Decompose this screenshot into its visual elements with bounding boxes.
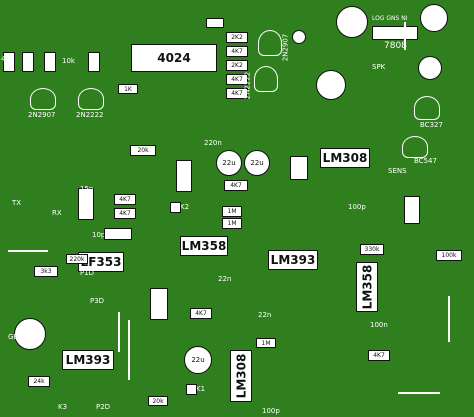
ic-lm308: LM308 <box>320 148 370 168</box>
resistor <box>78 188 94 220</box>
resistor-24k: 24k <box>28 376 50 387</box>
ic-4024: 4024 <box>131 44 217 72</box>
transistor-label: 2N2222 <box>76 111 104 119</box>
connector-label: K3 <box>58 403 68 411</box>
capacitor-22u: 22u <box>184 346 212 374</box>
transistor-label: 2N2222 <box>243 71 252 100</box>
resistor <box>22 52 34 72</box>
transistor-2n2907 <box>30 88 56 110</box>
resistor <box>44 52 56 72</box>
rx-label: RX <box>52 209 62 217</box>
silkscreen-line <box>118 312 120 352</box>
resistor-4k7: 4K7 <box>226 46 248 57</box>
resistor-20k: 20k <box>130 145 156 156</box>
transistor-2n2222 <box>78 88 104 110</box>
capacitor-22u: 22u <box>244 150 270 176</box>
tx-label: TX <box>12 199 22 207</box>
speaker-label: SPK <box>372 63 386 71</box>
pad-label: P3D <box>90 297 105 305</box>
resistor-1m: 1M <box>222 206 242 217</box>
silkscreen-line <box>448 296 450 342</box>
electrolytic-capacitor <box>420 4 448 32</box>
ic-lm393: LM393 <box>268 250 318 270</box>
transistor-label: 2N2907 <box>28 111 56 119</box>
regulator-label: 7808 <box>384 41 407 51</box>
resistor-4k7: 4K7 <box>224 180 248 191</box>
electrolytic-capacitor <box>316 70 346 100</box>
silkscreen-line <box>128 320 130 380</box>
transistor-2n2222 <box>254 66 278 92</box>
resistor-220k: 220k <box>66 254 88 264</box>
resistor <box>88 52 100 72</box>
connector-pins-label: LOG GNS NI <box>372 15 408 22</box>
tantalum-capacitor <box>150 288 168 320</box>
tantalum-capacitor <box>176 160 192 192</box>
resistor-100k: 100k <box>436 250 462 261</box>
resistor-1m: 1M <box>256 338 276 348</box>
electrolytic-capacitor <box>418 56 442 80</box>
capacitor-label: 220n <box>204 139 222 147</box>
pad <box>186 384 197 395</box>
resistor <box>3 52 15 72</box>
pad-label: P2D <box>96 403 111 411</box>
transistor-2n2907 <box>258 30 282 56</box>
silkscreen-line <box>8 250 48 252</box>
transistor-bc327 <box>414 96 440 120</box>
connector-label: K2 <box>180 203 190 211</box>
capacitor-label: 100p <box>262 407 280 415</box>
capacitor <box>292 30 306 44</box>
transistor-bc547 <box>402 136 428 158</box>
resistor-4k7: 4K7 <box>226 74 248 85</box>
pad-label: P1D <box>80 269 95 277</box>
capacitor-label: 100p <box>348 203 366 211</box>
resistor-label: 15n <box>80 185 94 193</box>
resistor-4k7: 4K7 <box>114 194 136 205</box>
resistor-1k: 1K <box>118 84 138 94</box>
connector-header <box>372 26 418 40</box>
resistor-1m: 1M <box>222 218 242 229</box>
capacitor-label: 10p <box>92 231 106 239</box>
silkscreen-line <box>404 22 406 50</box>
ic-lm308: LM308 <box>230 350 252 402</box>
resistor-4k7: 4K7 <box>114 208 136 219</box>
pad <box>170 202 181 213</box>
silkscreen-line <box>398 392 440 394</box>
capacitor <box>104 228 132 240</box>
resistor-20k: 20k <box>148 396 168 406</box>
resistor-4k7: 4K7 <box>226 88 248 99</box>
tantalum-capacitor <box>290 156 308 180</box>
sensor-label: SENS <box>388 167 407 175</box>
resistor <box>206 18 224 28</box>
resistor-2k2: 2K2 <box>226 32 248 43</box>
transistor-label: BC327 <box>420 121 443 129</box>
resistor-4k7: 4K7 <box>190 308 212 319</box>
capacitor-label: 22n <box>218 275 232 283</box>
trim-potentiometer <box>14 318 46 350</box>
capacitor-label: 22n <box>258 311 272 319</box>
capacitor-label: 100n <box>370 321 388 329</box>
transistor-label: 2N2907 <box>281 33 290 62</box>
electrolytic-capacitor <box>336 6 368 38</box>
ic-lm393: LM393 <box>62 350 114 370</box>
tantalum-capacitor <box>404 196 420 224</box>
resistor-label: 10k <box>62 57 75 65</box>
ic-lm358: LM358 <box>180 236 228 256</box>
transistor-label: BC547 <box>414 157 437 165</box>
resistor-label: 47k <box>1 55 14 63</box>
ic-lm358: LM358 <box>356 262 378 312</box>
pad-label: GB <box>8 333 19 341</box>
resistor-3k3: 3k3 <box>34 266 58 277</box>
capacitor-22u: 22u <box>216 150 242 176</box>
resistor-2k2: 2K2 <box>226 60 248 71</box>
resistor-330k: 330k <box>360 244 384 255</box>
connector-label: K1 <box>196 385 206 393</box>
resistor-4k7: 4K7 <box>368 350 390 361</box>
